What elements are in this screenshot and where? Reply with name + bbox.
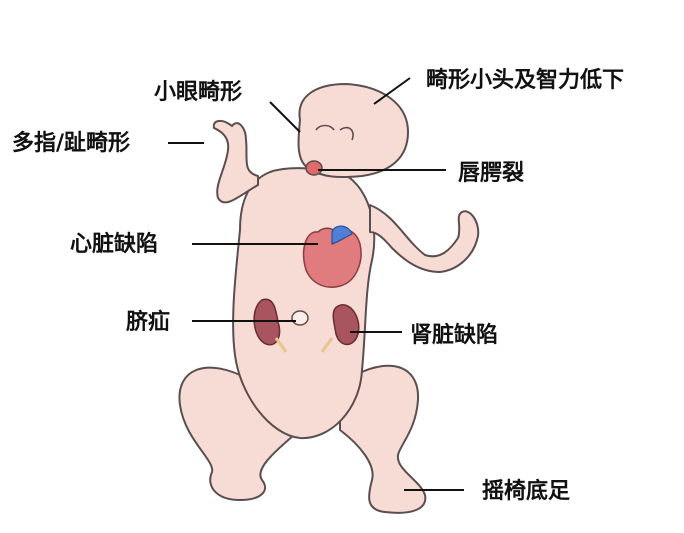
eye <box>315 124 335 131</box>
leader-lines <box>168 77 464 491</box>
label-umbilical-hernia: 脐疝 <box>126 310 171 335</box>
right-arm <box>369 204 480 273</box>
right-leg <box>339 364 427 514</box>
label-polydactyly: 多指/趾畸形 <box>12 131 131 156</box>
label-microcephaly: 畸形小头及智力低下 <box>426 68 625 93</box>
leader-microphthalmia <box>269 101 301 133</box>
label-microphthalmia: 小眼畸形 <box>154 80 243 105</box>
infant-body <box>178 83 480 514</box>
right-kidney <box>332 304 360 346</box>
torso <box>232 167 376 440</box>
left-ureter <box>274 337 288 353</box>
blood-vessel <box>331 225 353 245</box>
label-cleft-lip-palate: 唇腭裂 <box>458 161 525 186</box>
umbilical-hernia <box>291 310 309 326</box>
heart-illustration <box>302 225 362 288</box>
ear <box>339 126 354 141</box>
label-heart-defect: 心脏缺陷 <box>70 232 159 257</box>
leader-microcephaly <box>373 77 411 105</box>
left-arm <box>212 120 259 204</box>
face <box>305 124 354 176</box>
right-ureter <box>320 337 334 353</box>
label-rocker-bottom-foot: 摇椅底足 <box>482 479 571 504</box>
label-kidney-defect: 肾脏缺陷 <box>410 323 499 348</box>
cleft-lip-mouth <box>305 160 323 176</box>
